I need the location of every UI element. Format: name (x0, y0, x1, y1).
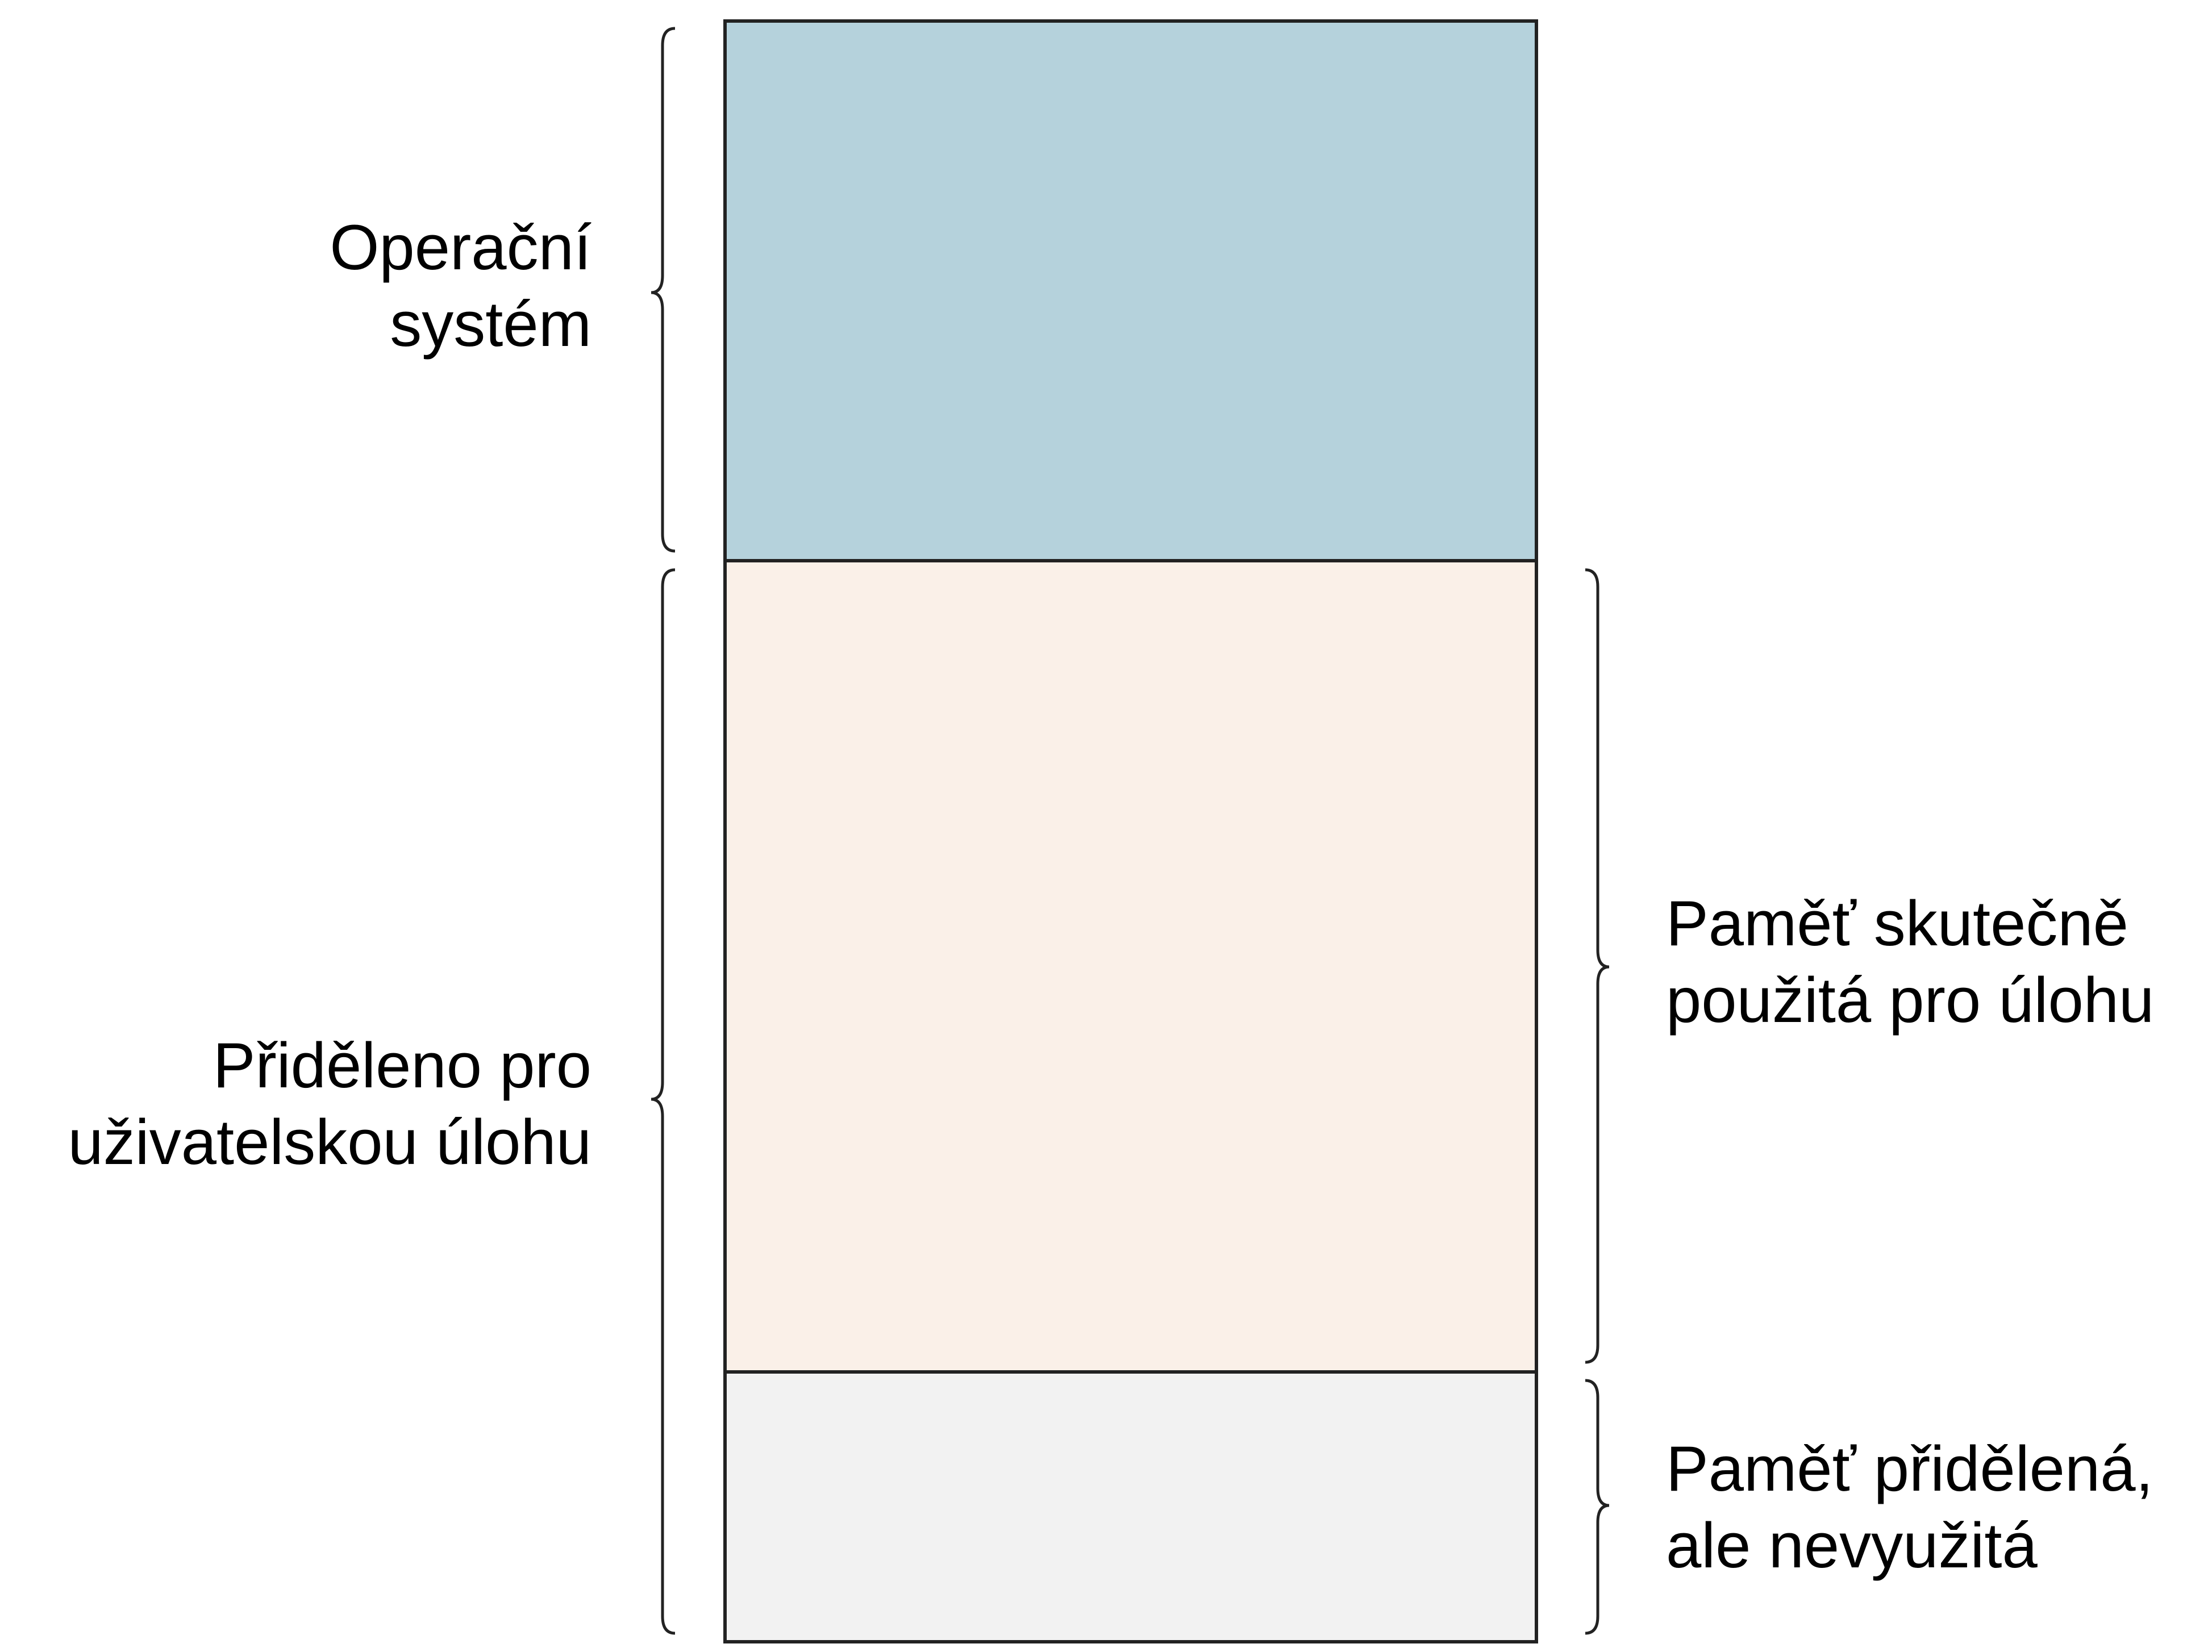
user-task-label-line-1: Přiděleno pro (213, 1030, 591, 1101)
os-label-line-1: Operační (330, 212, 591, 283)
os-label: Operační systém (330, 209, 591, 362)
user-task-brace (651, 568, 676, 1635)
used-memory-label: Paměť skutečně použitá pro úlohu (1666, 885, 2154, 1038)
user-task-label-line-2: uživatelskou úlohu (68, 1107, 591, 1178)
os-memory-block (723, 19, 1538, 562)
unused-memory-label: Paměť přidělená, ale nevyužitá (1666, 1430, 2153, 1584)
unused-memory-block (723, 1370, 1538, 1643)
used-memory-brace (1585, 568, 1610, 1364)
unused-memory-brace (1585, 1379, 1610, 1635)
used-memory-block (723, 559, 1538, 1374)
os-label-line-2: systém (390, 289, 591, 360)
used-memory-label-line-1: Paměť skutečně (1666, 888, 2128, 959)
user-task-label: Přiděleno pro uživatelskou úlohu (68, 1027, 591, 1180)
os-brace (651, 27, 676, 553)
unused-memory-label-line-1: Paměť přidělená, (1666, 1433, 2153, 1504)
unused-memory-label-line-2: ale nevyužitá (1666, 1510, 2038, 1581)
used-memory-label-line-2: použitá pro úlohu (1666, 965, 2155, 1036)
